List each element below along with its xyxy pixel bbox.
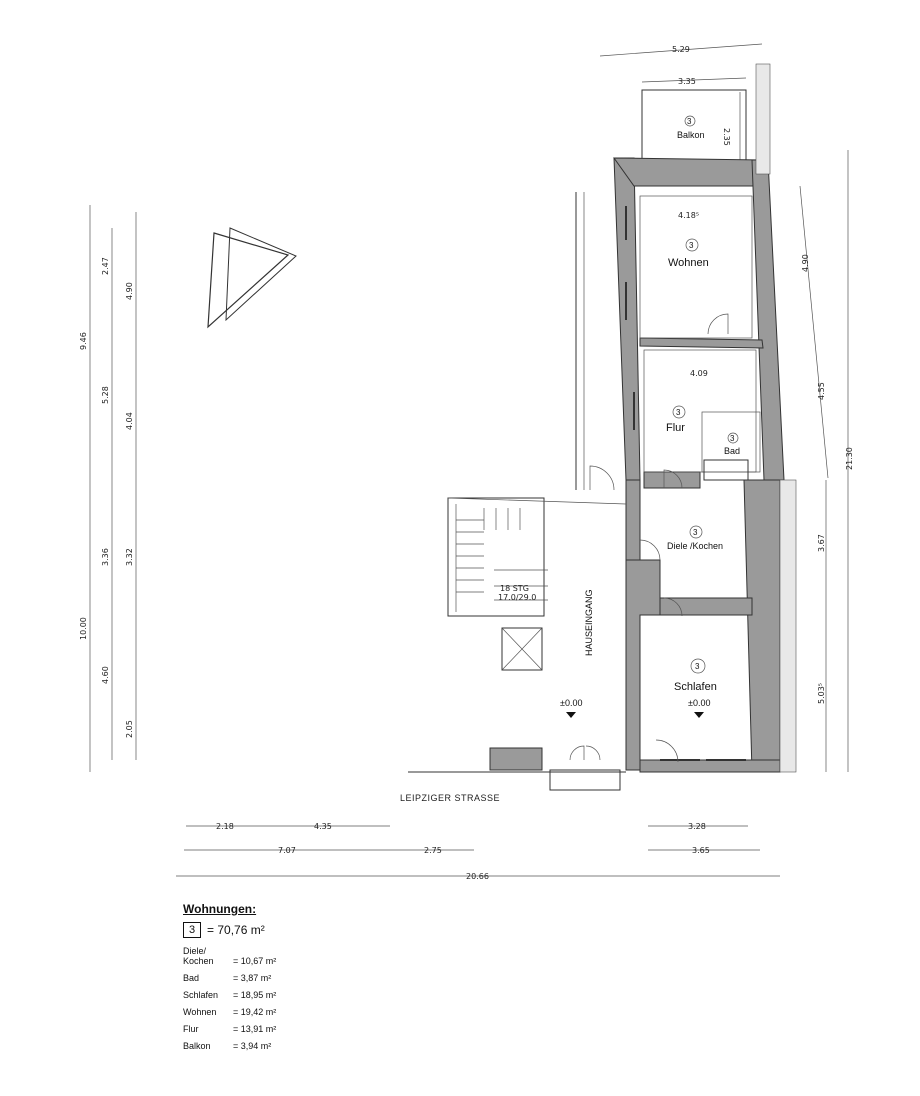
dim-left-outer-b: 10.00 xyxy=(79,617,88,640)
dim-right-a: 4.90 xyxy=(801,254,810,272)
dim-right-total: 21.30 xyxy=(845,447,854,470)
stairwell xyxy=(447,192,627,671)
dim-bottom-r2: 3.65 xyxy=(692,846,710,855)
wohnen-number: 3 xyxy=(689,241,694,250)
legend-title: Wohnungen: xyxy=(183,902,257,916)
legend-unit-row: 3 = 70,76 m² xyxy=(183,922,443,938)
stairs-label-b: 17.0/29.0 xyxy=(498,593,536,602)
dim-bottom-b2: 2.75 xyxy=(424,846,442,855)
legend-row: Bad = 3,87 m² xyxy=(183,973,443,983)
legend-unit-number: 3 xyxy=(183,922,201,938)
dim-left-mid-c: 3.36 xyxy=(101,548,110,566)
flur-dim: 4.09 xyxy=(690,369,708,378)
wohnen-label: Wohnen xyxy=(668,257,709,269)
balkon-dim: 2.35 xyxy=(722,128,731,146)
dim-bottom-r1: 3.28 xyxy=(688,822,706,831)
balkon-number: 3 xyxy=(687,117,692,126)
diele-label: Diele /Kochen xyxy=(667,541,723,551)
legend-row-name: Diele/ Kochen xyxy=(183,946,214,966)
legend-row: Wohnen = 19,42 m² xyxy=(183,1007,443,1017)
flur-number: 3 xyxy=(676,408,681,417)
legend-row-name: Schlafen xyxy=(183,990,219,1000)
diele-number: 3 xyxy=(693,528,698,537)
dim-right-b: 4.55 xyxy=(817,382,826,400)
schlafen-label: Schlafen xyxy=(674,681,717,693)
legend-row-name: Flur xyxy=(183,1024,199,1034)
dim-top-inner: 3.35 xyxy=(678,77,696,86)
dim-bottom-b1: 7.07 xyxy=(278,846,296,855)
schlafen-number: 3 xyxy=(695,662,700,671)
entrance-steps xyxy=(408,745,626,791)
dim-bottom-a1: 2.18 xyxy=(216,822,234,831)
legend-row: Flur = 13,91 m² xyxy=(183,1024,443,1034)
dim-left-inner-c: 3.32 xyxy=(125,548,134,566)
legend-row: Diele/ Kochen = 10,67 m² xyxy=(183,946,443,966)
legend-row-name: Bad xyxy=(183,973,200,983)
dim-left-mid-d: 4.60 xyxy=(101,666,110,684)
dim-left-mid-a: 2.47 xyxy=(101,257,110,275)
street-label: LEIPZIGER STRASSE xyxy=(400,793,500,803)
room-outlines xyxy=(589,195,761,763)
bad-number: 3 xyxy=(730,434,735,443)
legend-row-name: Balkon xyxy=(183,1041,211,1051)
legend-row-name: Wohnen xyxy=(183,1007,217,1017)
legend-row-value: = 3,94 m² xyxy=(233,1041,272,1051)
legend-row-value: = 18,95 m² xyxy=(233,990,277,1000)
dimension-labels: 5.29 3.35 9.46 10.00 2.47 5.28 3.36 4.60… xyxy=(79,45,854,881)
legend-row-value: = 13,91 m² xyxy=(233,1024,277,1034)
dim-right-d: 5.03⁵ xyxy=(817,683,826,704)
area-legend: Wohnungen: 3 = 70,76 m² Diele/ Kochen = … xyxy=(183,902,443,1058)
stairs-label-a: 18 STG xyxy=(500,584,529,593)
dim-top-outer: 5.29 xyxy=(672,45,690,54)
legend-row-value: = 10,67 m² xyxy=(233,956,277,966)
entrance-label: HAUSEINGANG xyxy=(584,589,594,656)
dim-right-c: 3.67 xyxy=(817,534,826,552)
bad-label: Bad xyxy=(724,446,740,456)
legend-unit-area: = 70,76 m² xyxy=(207,923,265,937)
level-label-schlafen: ±0.00 xyxy=(688,698,710,708)
wohnen-dim: 4.18⁵ xyxy=(678,211,699,220)
north-arrow-icon xyxy=(207,227,297,329)
dim-bottom-total: 20.66 xyxy=(466,872,489,881)
dim-left-outer-a: 9.46 xyxy=(79,332,88,350)
room-labels: 3 Balkon 2.35 4.18⁵ 3 Wohnen 4.09 3 Flur… xyxy=(400,115,740,803)
legend-row-value: = 3,87 m² xyxy=(233,973,272,983)
level-label-entrance: ±0.00 xyxy=(560,698,582,708)
dimension-lines xyxy=(89,43,849,877)
legend-row: Schlafen = 18,95 m² xyxy=(183,990,443,1000)
dim-left-inner-a: 4.90 xyxy=(125,282,134,300)
dim-left-inner-b: 4.04 xyxy=(125,412,134,430)
dim-left-inner-d: 2.05 xyxy=(125,720,134,738)
dim-left-mid-b: 5.28 xyxy=(101,386,110,404)
legend-row-value: = 19,42 m² xyxy=(233,1007,277,1017)
dim-bottom-a2: 4.35 xyxy=(314,822,332,831)
level-markers xyxy=(566,712,704,718)
legend-row: Balkon = 3,94 m² xyxy=(183,1041,443,1051)
flur-label: Flur xyxy=(666,422,685,434)
balkon-label: Balkon xyxy=(677,130,705,140)
